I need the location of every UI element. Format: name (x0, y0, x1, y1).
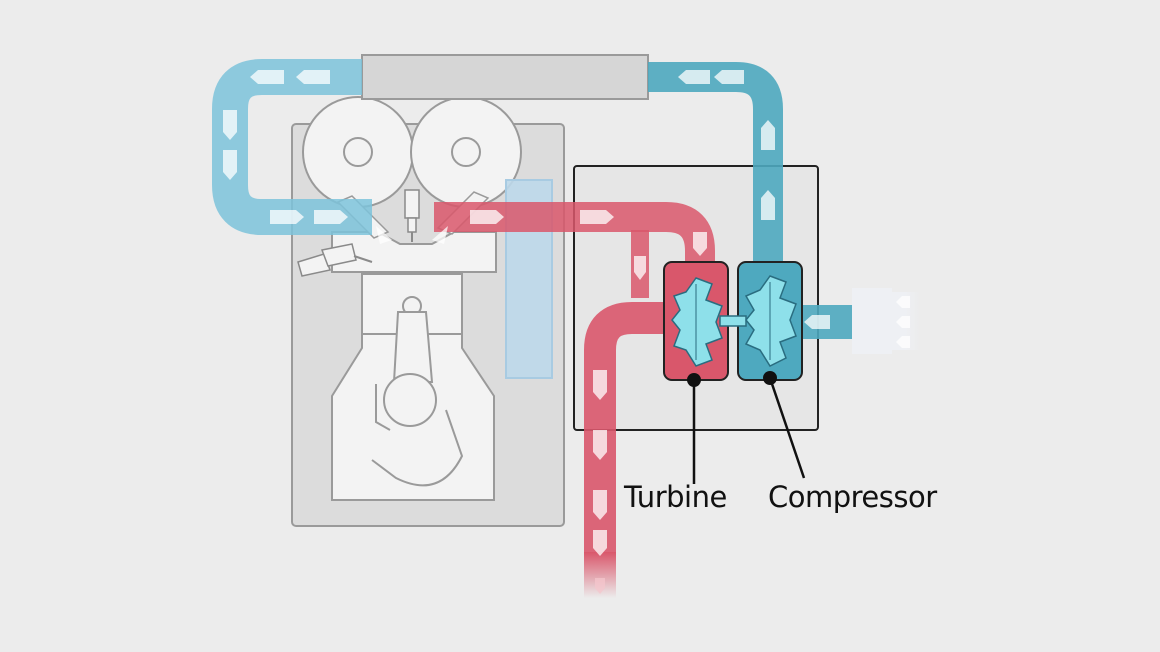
connecting-rod (392, 311, 434, 383)
turbo-shaft (719, 315, 747, 327)
flow-arrow-icon (223, 70, 910, 594)
intercooler (361, 54, 649, 100)
compressor-label: Compressor (768, 480, 937, 514)
compressor-impeller-icon (744, 275, 797, 367)
callout-lines (687, 371, 806, 484)
spark-plug-icon (404, 189, 420, 242)
intake-air-flow (212, 59, 920, 354)
air-filter (852, 288, 892, 354)
fuel-injector-icon (297, 243, 373, 277)
turbine-label: Turbine (624, 480, 727, 514)
turbine-impeller-icon (671, 277, 723, 367)
